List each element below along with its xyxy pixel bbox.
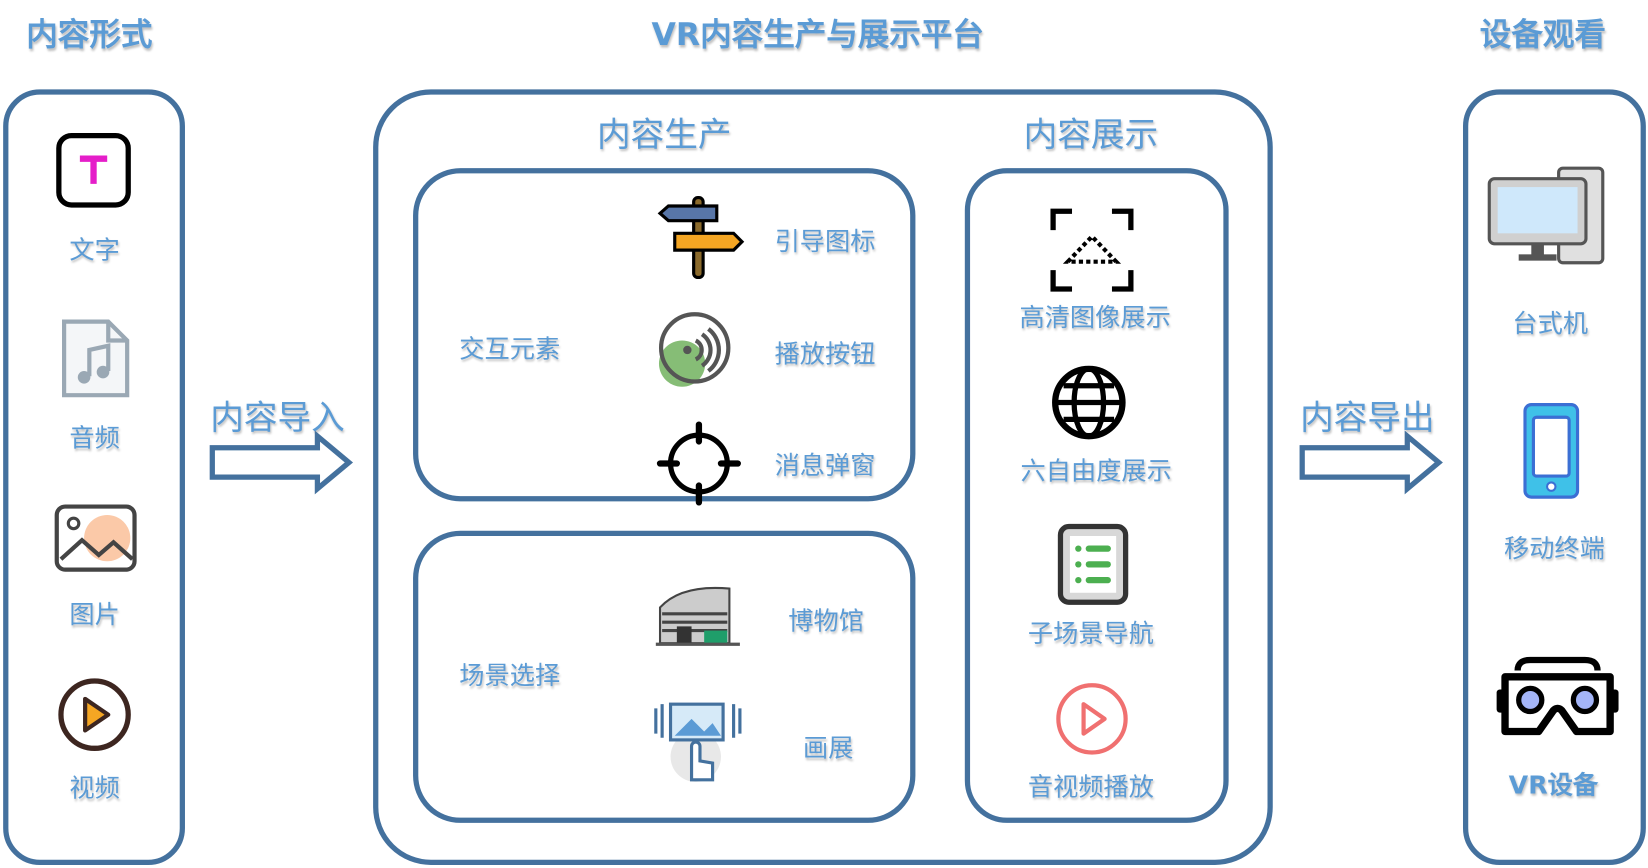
museum-icon [655,586,740,646]
device-mobile: 移动终端 [1503,533,1605,564]
audio-file-icon [62,319,130,398]
play-button-icon [658,312,731,387]
display-subscene-nav: 子场景导航 [1027,619,1154,649]
display-title: 内容展示 [1023,114,1159,155]
signpost-icon [657,196,745,280]
item-message-popup: 消息弹窗 [774,450,876,481]
interaction-label: 交互元素 [459,334,561,364]
display-av-playback: 音视频播放 [1027,772,1154,802]
video-play-icon [58,678,131,751]
item-guide-icon: 引导图标 [774,227,876,257]
display-6dof: 六自由度展示 [1020,456,1172,486]
mobile-phone-icon [1523,403,1580,499]
platform-title: VR内容生产与展示平台 [651,16,984,54]
devices-title: 设备观看 [1479,16,1606,54]
display-panel [964,168,1229,823]
export-arrow [1299,430,1443,495]
image-icon [54,504,137,572]
device-desktop: 台式机 [1512,308,1589,339]
text-icon [56,132,131,208]
desktop-computer-icon [1487,166,1605,265]
production-title: 内容生产 [596,114,732,155]
hd-image-scan-icon [1050,208,1134,292]
item-play-button: 播放按钮 [774,339,876,369]
content-forms-title: 内容形式 [26,16,153,54]
vr-headset-icon [1496,656,1619,736]
globe-icon [1052,365,1126,440]
scene-label: 场景选择 [459,661,561,691]
scene-navigation-list-icon [1057,523,1129,605]
media-play-icon [1056,683,1128,755]
import-arrow [209,430,354,495]
item-museum: 博物馆 [788,606,864,636]
crosshair-icon [656,421,741,506]
form-audio: 音频 [69,423,120,453]
form-text: 文字 [69,235,120,265]
form-image: 图片 [69,600,120,630]
display-hd-image: 高清图像展示 [1019,302,1171,333]
export-label: 内容导出 [1300,397,1435,438]
gallery-touch-icon [654,702,742,782]
import-label: 内容导入 [210,397,345,438]
scene-panel [413,530,916,823]
form-video: 视频 [69,773,120,803]
device-vr: VR设备 [1508,770,1599,800]
item-gallery: 画展 [802,733,854,764]
